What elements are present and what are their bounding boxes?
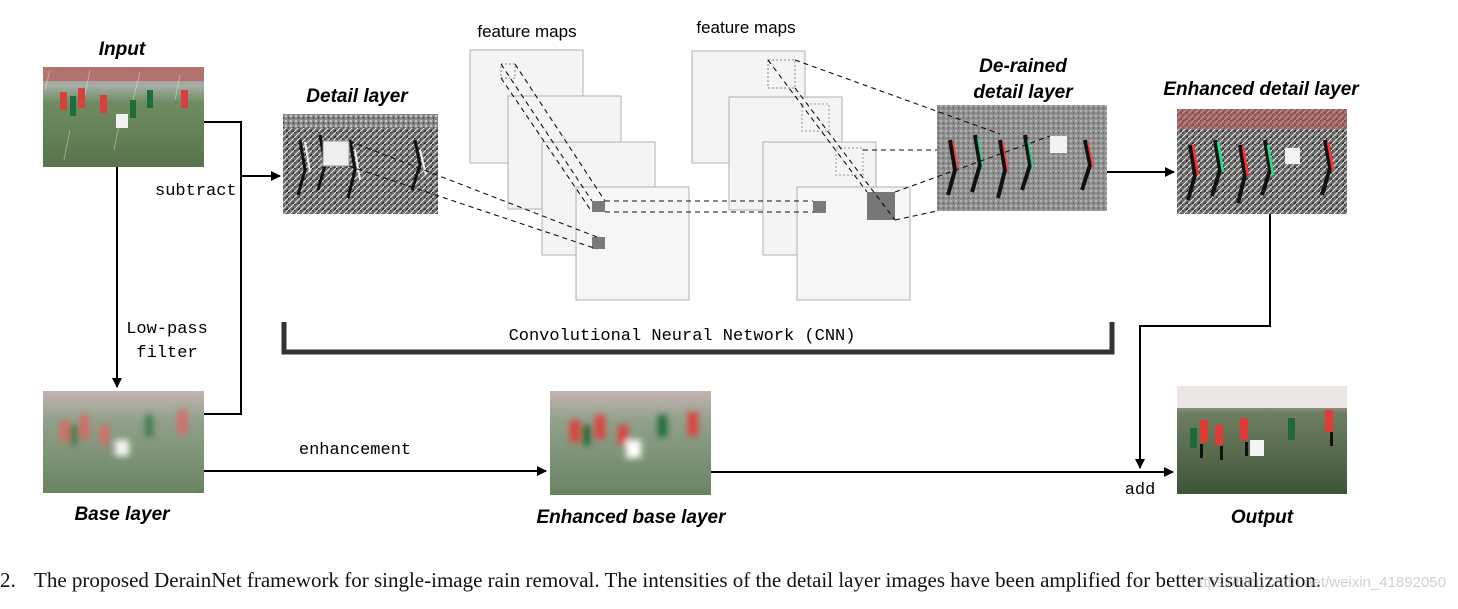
derained-label-line1: De-rained xyxy=(979,56,1067,77)
feature-maps-label-1: feature maps xyxy=(477,22,576,41)
lowpass-label-line1: Low-pass xyxy=(126,320,208,339)
watermark: https://blog.csdn.net/weixin_41892050 xyxy=(1190,574,1446,591)
caption-text: The proposed DerainNet framework for sin… xyxy=(34,568,1322,592)
cnn-label: Convolutional Neural Network (CNN) xyxy=(509,327,856,346)
enhanced-detail-layer-image xyxy=(1177,109,1347,214)
output-label: Output xyxy=(1231,507,1294,528)
base-layer-image xyxy=(43,391,204,493)
feature-maps-label-2: feature maps xyxy=(696,18,795,37)
derained-detail-layer-image xyxy=(937,105,1107,211)
detail-layer-image xyxy=(283,114,438,214)
lowpass-label-line2: filter xyxy=(136,344,197,363)
input-image xyxy=(43,67,204,167)
subtract-label: subtract xyxy=(155,182,237,201)
detail-layer-label: Detail layer xyxy=(306,86,409,107)
dashed-connectors xyxy=(348,59,1051,250)
cnn-bracket xyxy=(281,322,1115,355)
enhanced-detail-layer-label: Enhanced detail layer xyxy=(1163,79,1360,100)
input-label: Input xyxy=(99,39,146,60)
feature-maps-stack-1 xyxy=(469,49,690,301)
enhanced-base-layer-label: Enhanced base layer xyxy=(536,507,727,528)
output-image xyxy=(1177,386,1347,494)
add-label: add xyxy=(1125,481,1156,500)
caption-number: 2. xyxy=(0,568,16,592)
feature-maps-stack-2 xyxy=(691,50,911,301)
enhanced-base-layer-image xyxy=(550,391,711,495)
base-layer-label: Base layer xyxy=(74,504,171,525)
figure-caption: 2. The proposed DerainNet framework for … xyxy=(0,568,1458,598)
enhancement-label: enhancement xyxy=(299,441,411,460)
derained-label-line2: detail layer xyxy=(973,82,1074,103)
flow-lines xyxy=(112,121,1271,477)
